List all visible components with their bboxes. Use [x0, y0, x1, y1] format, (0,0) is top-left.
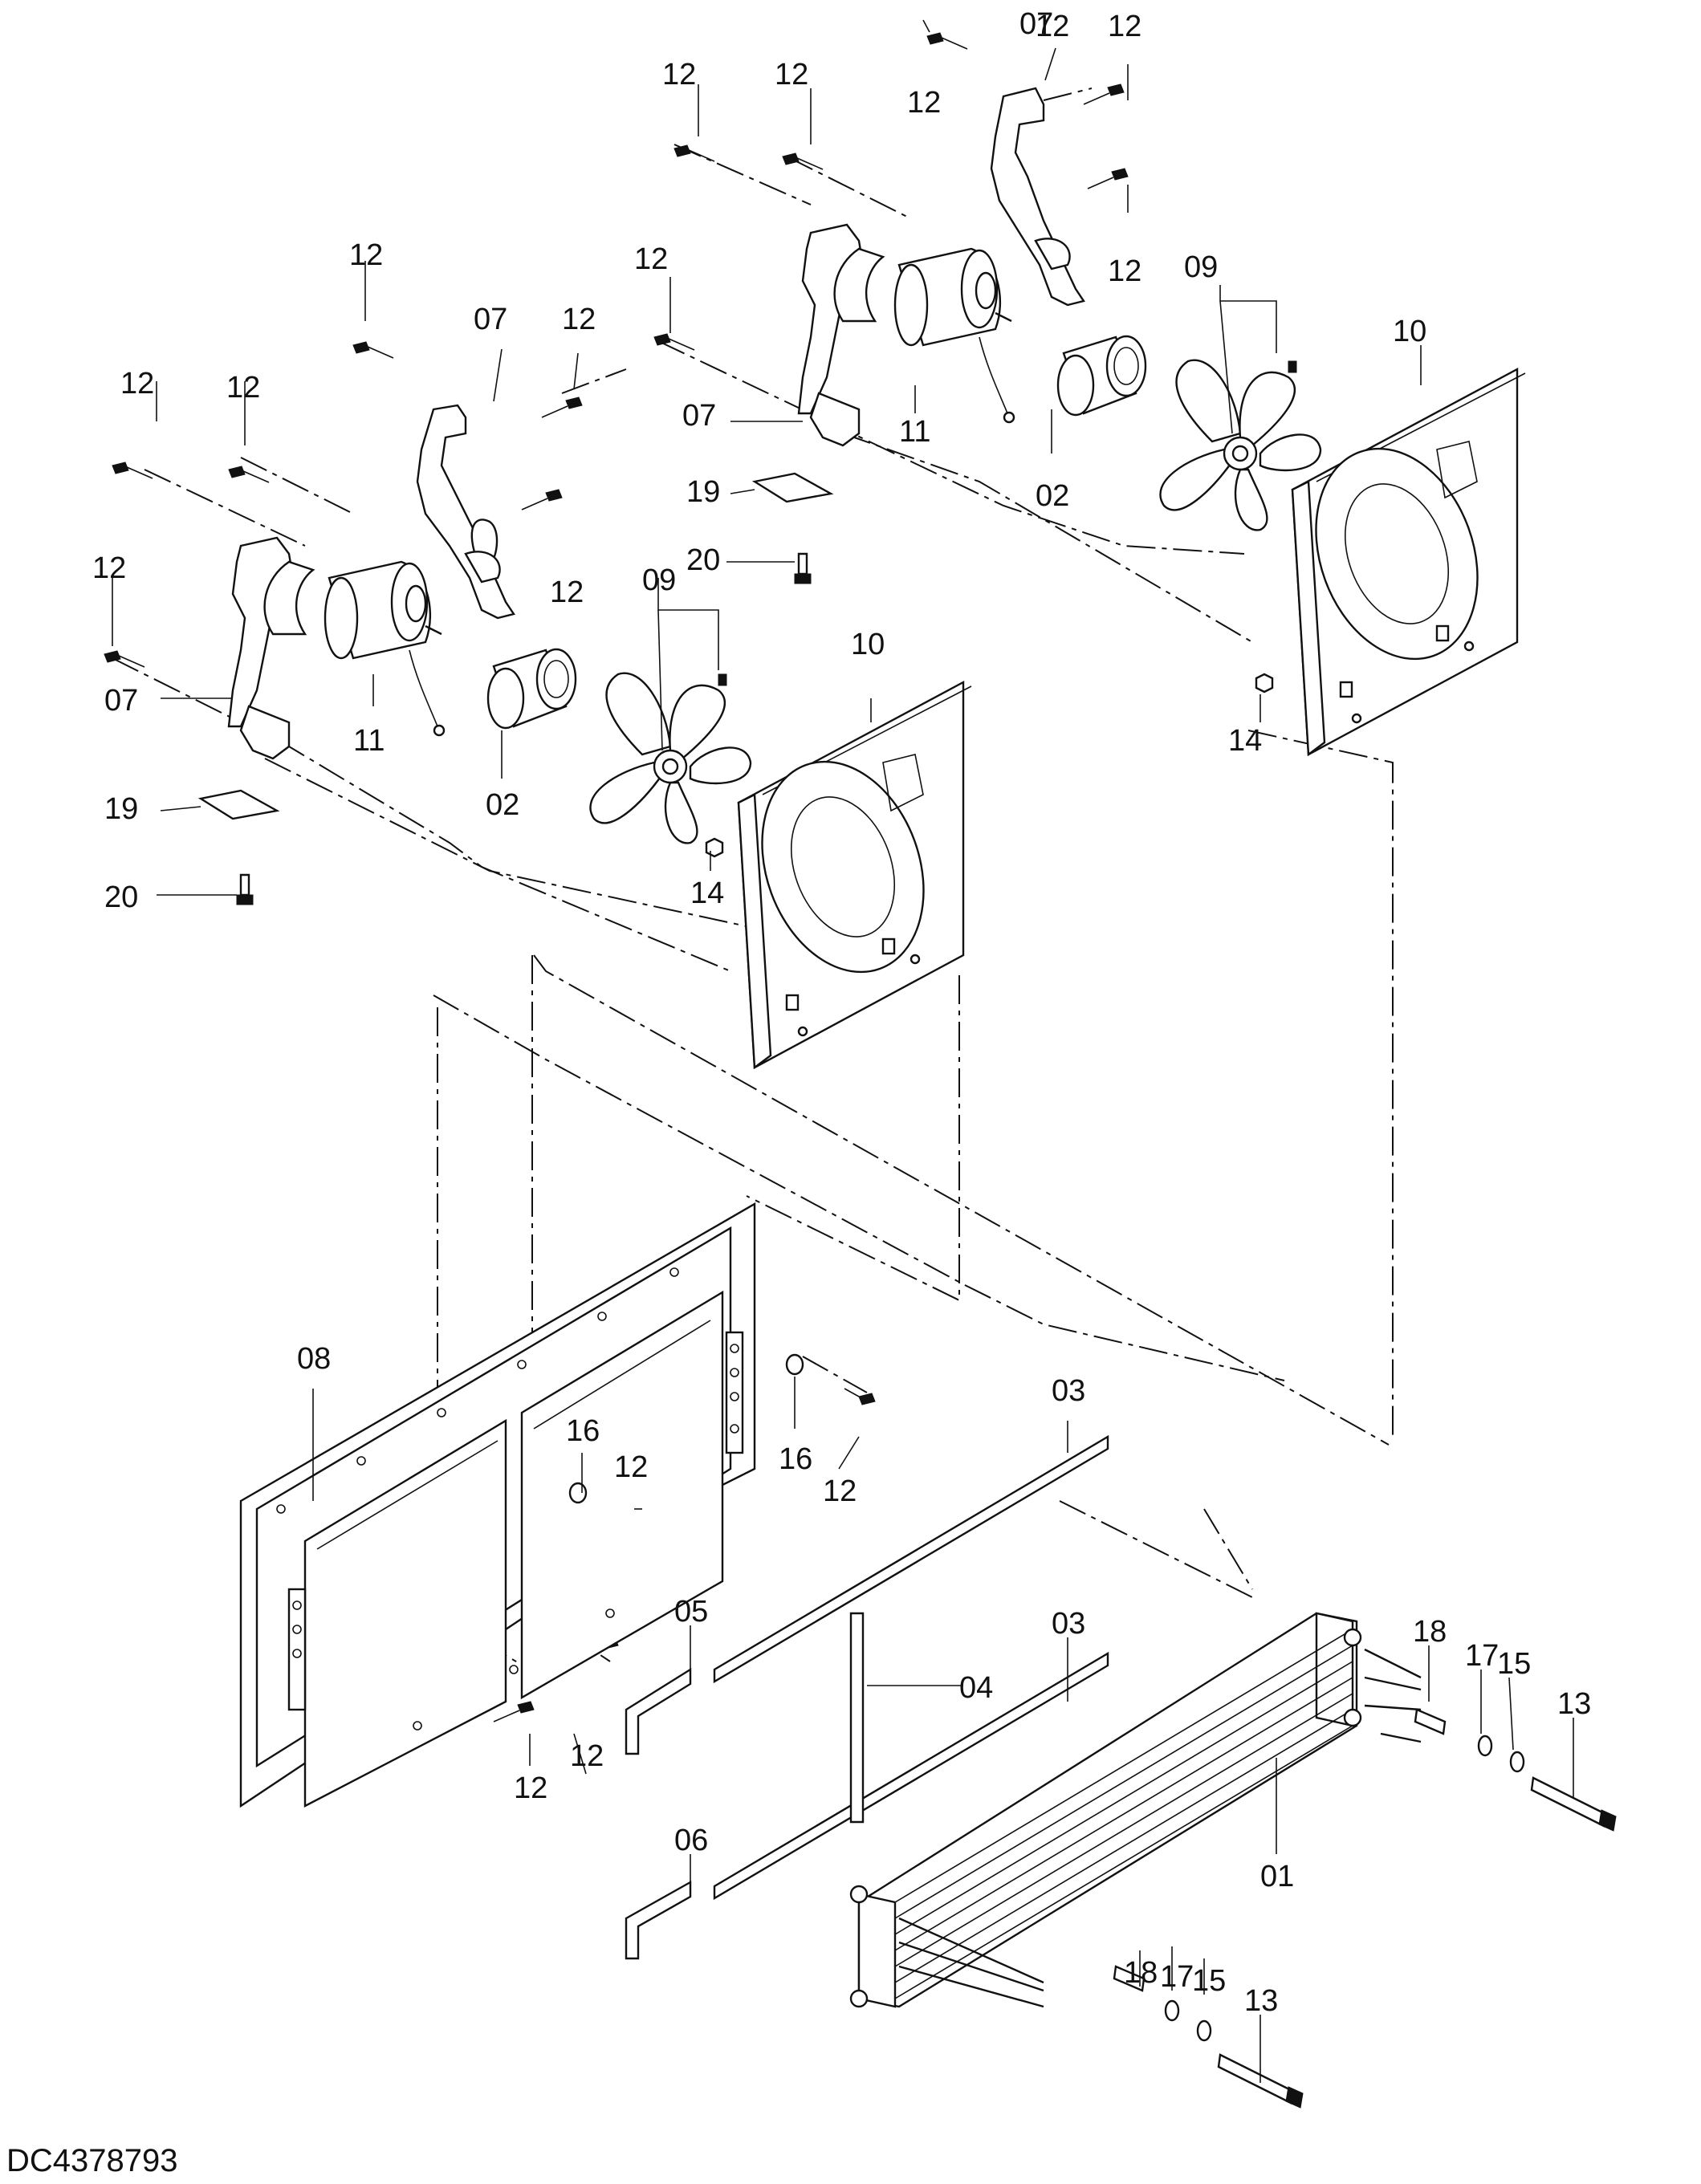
callout-08: 08	[297, 1342, 331, 1376]
callout-02: 02	[1036, 479, 1069, 513]
callout-18: 18	[1413, 1615, 1447, 1649]
callout-12: 12	[570, 1739, 604, 1773]
small-fasteners	[568, 1353, 1617, 2109]
callout-labels: 12 07 07 12 12 12 12 12 09 10 12 07 11 0…	[92, 7, 1591, 2018]
left-fan-blades	[589, 672, 752, 844]
callout-12: 12	[349, 238, 383, 272]
callout-07: 07	[474, 303, 507, 336]
seal-strips	[625, 1434, 1109, 1960]
callout-12: 12	[550, 575, 584, 609]
radiator-core	[849, 1612, 1422, 2008]
callout-12: 12	[562, 303, 596, 336]
callout-16: 16	[566, 1414, 600, 1448]
callout-15: 15	[1192, 1964, 1226, 1998]
callout-19: 19	[686, 475, 720, 509]
callout-11: 11	[353, 724, 385, 758]
callout-12: 12	[1108, 10, 1141, 43]
callout-17: 17	[1160, 1960, 1194, 1994]
callout-10: 10	[1393, 315, 1426, 348]
callout-20: 20	[686, 543, 720, 577]
callout-14: 14	[690, 876, 724, 910]
callout-02: 02	[486, 788, 519, 822]
callout-13: 13	[1557, 1687, 1591, 1721]
callout-04: 04	[959, 1671, 993, 1705]
leader-lines	[112, 19, 1574, 2083]
callout-11: 11	[899, 415, 930, 449]
left-fan-assembly	[197, 404, 972, 1070]
callout-09: 09	[642, 563, 676, 597]
callout-10: 10	[851, 628, 885, 661]
callout-07: 07	[104, 684, 138, 718]
callout-14: 14	[1228, 724, 1262, 758]
callout-12: 12	[226, 371, 260, 405]
callout-20: 20	[104, 881, 138, 914]
callout-12: 12	[1108, 254, 1141, 288]
callout-03: 03	[1052, 1607, 1085, 1641]
callout-12: 12	[120, 367, 154, 401]
callout-06: 06	[674, 1824, 708, 1857]
callout-12: 12	[92, 551, 126, 585]
callout-05: 05	[674, 1595, 708, 1629]
frame-assembly	[239, 1202, 756, 1808]
callout-12: 12	[514, 1771, 547, 1805]
right-fan-assembly	[751, 87, 1526, 757]
callout-07: 07	[1019, 7, 1053, 41]
callout-12: 12	[634, 242, 668, 276]
callout-13: 13	[1244, 1984, 1278, 2018]
right-fan-shroud	[1291, 367, 1526, 757]
callout-15: 15	[1497, 1647, 1531, 1681]
callout-12: 12	[823, 1474, 857, 1508]
callout-17: 17	[1465, 1639, 1499, 1673]
callout-09: 09	[1184, 250, 1218, 284]
drawing-code: DC4378793	[6, 2143, 178, 2178]
left-fan-shroud	[737, 680, 972, 1070]
callout-18: 18	[1124, 1956, 1158, 1990]
right-fan-blades	[1159, 359, 1322, 531]
callout-12: 12	[775, 58, 808, 92]
callout-03: 03	[1052, 1374, 1085, 1408]
callout-12: 12	[662, 58, 696, 92]
callout-01: 01	[1260, 1860, 1294, 1893]
callout-16: 16	[779, 1442, 812, 1476]
callout-12: 12	[1036, 10, 1069, 43]
callout-19: 19	[104, 792, 138, 826]
callout-07: 07	[682, 399, 716, 433]
callout-12: 12	[907, 86, 941, 120]
callout-12: 12	[614, 1450, 648, 1484]
